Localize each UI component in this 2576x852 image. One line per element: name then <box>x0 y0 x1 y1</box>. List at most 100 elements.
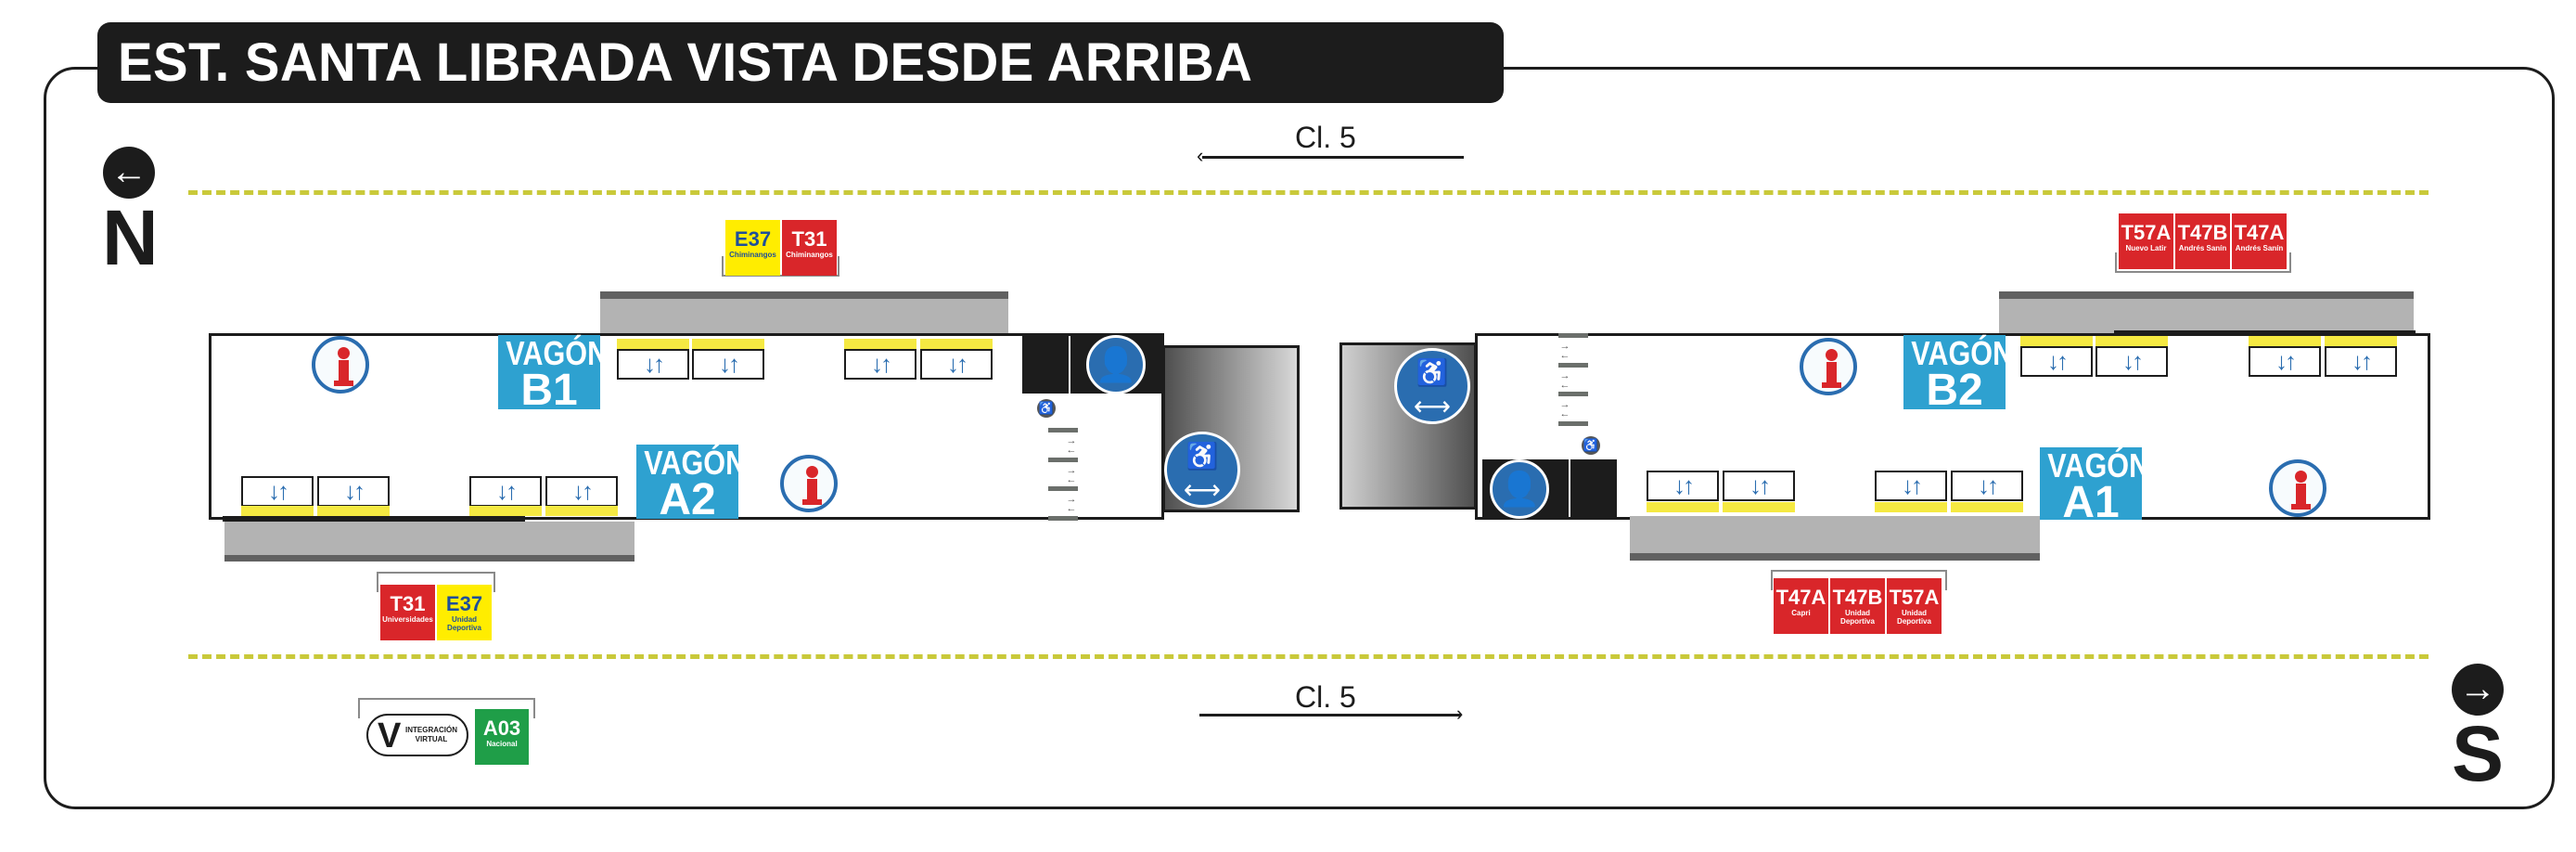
platform-edge <box>2114 330 2416 336</box>
swing-gate-icon: →← <box>1066 435 1077 456</box>
door-marker <box>2020 336 2093 346</box>
platform-edge <box>223 516 525 522</box>
swing-gate-icon: →← <box>1559 399 1570 420</box>
street-arrow-top <box>1202 156 1464 159</box>
boarding-door: ↓↑ <box>2325 346 2397 377</box>
route-group-bracket <box>1771 570 1947 590</box>
accessible-ramp-icon: ♿⟷ <box>1164 432 1240 508</box>
boarding-door: ↓↑ <box>241 476 314 507</box>
boarding-door: ↓↑ <box>844 349 916 380</box>
door-marker <box>617 339 689 349</box>
boarding-door: ↓↑ <box>1951 471 2023 501</box>
south-label: S <box>2452 710 2505 797</box>
boarding-door: ↓↑ <box>469 476 542 507</box>
boarding-door: ↓↑ <box>2020 346 2093 377</box>
lane-divider-bottom <box>188 654 2429 659</box>
boarding-door: ↓↑ <box>545 476 618 507</box>
gate-bar <box>1048 458 1078 462</box>
route-group-bracket <box>358 698 535 718</box>
bus-bay-a2 <box>224 522 634 555</box>
swing-gate-icon: →← <box>1066 465 1077 485</box>
arrow-left-icon: ← <box>103 147 155 199</box>
gate-bar <box>1558 333 1588 338</box>
door-marker <box>1723 502 1795 512</box>
door-marker <box>1875 502 1947 512</box>
info-icon <box>1800 338 1857 395</box>
route-group-bracket <box>722 256 839 277</box>
gate-bar <box>1048 486 1078 491</box>
ticket-booth <box>1570 459 1617 518</box>
boarding-door: ↓↑ <box>2095 346 2168 377</box>
boarding-door: ↓↑ <box>317 476 390 507</box>
wheelchair-icon: ♿ <box>1037 399 1056 418</box>
street-arrow-bottom <box>1199 714 1461 716</box>
gate-bar <box>1048 428 1078 432</box>
gate-bar <box>1558 392 1588 396</box>
swing-gate-icon: →← <box>1559 341 1570 361</box>
info-icon <box>312 336 369 394</box>
north-label: N <box>102 194 159 281</box>
door-marker <box>241 506 314 516</box>
bus-bay-edge <box>1999 291 2414 299</box>
bus-bay-b2 <box>1999 299 2414 334</box>
route-group-bracket <box>377 572 495 592</box>
bus-bay-b1 <box>600 299 1008 336</box>
arrow-left-head-icon: ‹ <box>1197 144 1204 167</box>
door-marker <box>545 506 618 516</box>
ticket-attendant-icon: 👤 <box>1086 335 1146 394</box>
boarding-door: ↓↑ <box>1723 471 1795 501</box>
door-marker <box>844 339 916 349</box>
route-group-bracket <box>2115 252 2291 273</box>
info-icon <box>2269 459 2326 517</box>
door-marker <box>920 339 993 349</box>
arrow-right-icon: → <box>2452 664 2504 716</box>
door-marker <box>2249 336 2321 346</box>
wheelchair-icon: ♿ <box>1582 436 1600 455</box>
door-marker <box>1647 502 1719 512</box>
boarding-door: ↓↑ <box>692 349 764 380</box>
swing-gate-icon: →← <box>1066 494 1077 514</box>
boarding-door: ↓↑ <box>2249 346 2321 377</box>
boarding-door: ↓↑ <box>617 349 689 380</box>
bus-bay-edge <box>224 555 634 562</box>
gate-bar <box>1048 516 1078 521</box>
door-marker <box>2095 336 2168 346</box>
gate-bar <box>1558 421 1588 426</box>
virtual-v-icon: V <box>378 716 402 755</box>
ticket-attendant-icon: 👤 <box>1490 459 1549 519</box>
door-marker <box>1951 502 2023 512</box>
bus-bay-edge <box>600 291 1008 299</box>
info-icon <box>780 455 838 512</box>
door-marker <box>2325 336 2397 346</box>
bus-bay-a1 <box>1630 516 2040 553</box>
boarding-door: ↓↑ <box>1647 471 1719 501</box>
boarding-door: ↓↑ <box>920 349 993 380</box>
accessible-ramp-icon: ♿⟷ <box>1394 348 1470 424</box>
boarding-door: ↓↑ <box>1875 471 1947 501</box>
bus-bay-edge <box>1630 553 2040 561</box>
door-marker <box>692 339 764 349</box>
door-marker <box>317 506 390 516</box>
gate-bar <box>1558 363 1588 368</box>
swing-gate-icon: →← <box>1559 370 1570 391</box>
arrow-right-head-icon: › <box>1456 702 1464 725</box>
lane-divider-top <box>188 190 2429 195</box>
door-marker <box>469 506 542 516</box>
street-label-bottom: Cl. 5 <box>1295 680 1356 714</box>
